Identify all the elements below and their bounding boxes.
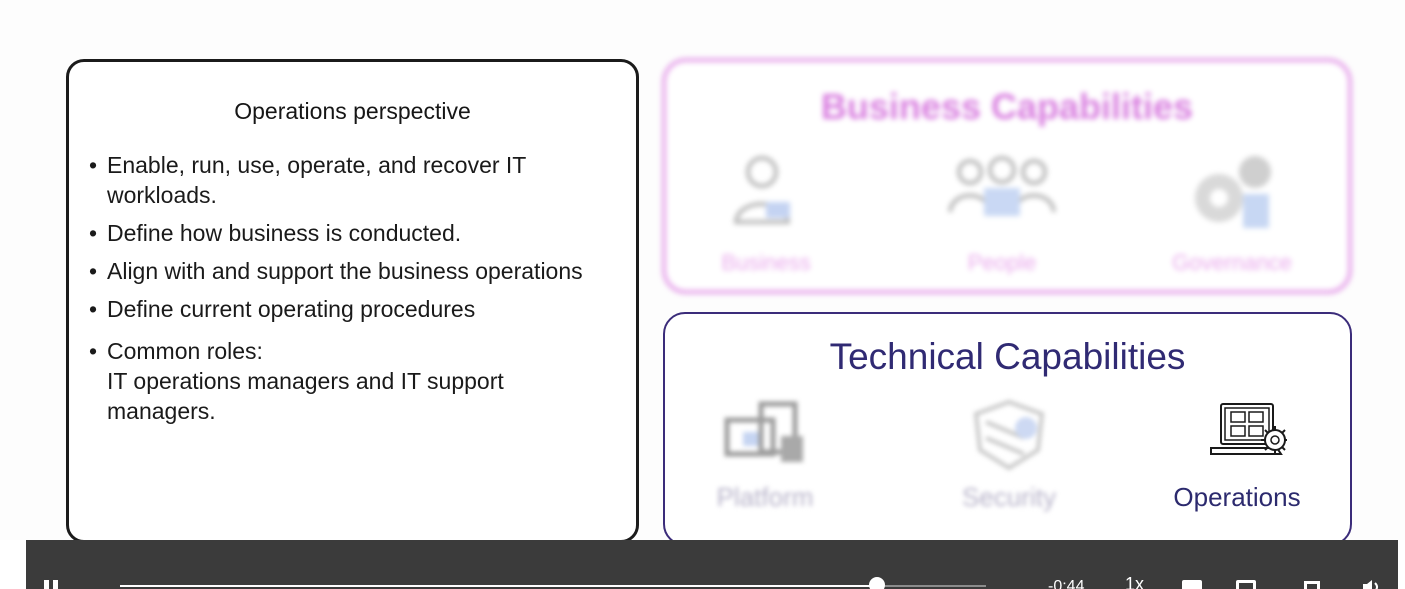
- governance-gear-icon: [1195, 156, 1271, 228]
- video-control-bar: -0:44 1x: [26, 540, 1398, 589]
- platform-label: Platform: [716, 482, 814, 512]
- technical-capability-security: Security: [909, 398, 1109, 512]
- business-capabilities-card: Business Capabilities Business People: [662, 58, 1352, 294]
- people-label: People: [967, 250, 1037, 275]
- security-label: Security: [962, 482, 1056, 512]
- security-shield-icon: [973, 399, 1045, 471]
- time-remaining: -0:44: [1048, 578, 1085, 589]
- people-group-icon: [948, 156, 1056, 216]
- pause-icon[interactable]: [44, 580, 60, 589]
- bullet-item: Define current operating procedures: [87, 294, 626, 324]
- picture-in-picture-icon[interactable]: [1236, 580, 1256, 589]
- perspective-title: Operations perspective: [234, 98, 471, 124]
- bullet-item: Align with and support the business oper…: [87, 256, 626, 286]
- bullet-item: Define how business is conducted.: [87, 218, 626, 248]
- technical-capability-operations: Operations: [1137, 398, 1337, 512]
- progress-bar[interactable]: [120, 585, 986, 587]
- operations-label: Operations: [1173, 482, 1301, 512]
- technical-capabilities-card: Technical Capabilities Platform Security: [663, 312, 1352, 546]
- operations-laptop-gear-icon: [1210, 403, 1289, 455]
- operations-perspective-card: Operations perspective Enable, run, use,…: [66, 59, 639, 543]
- business-capability-people: People: [912, 150, 1092, 275]
- business-capabilities-title: Business Capabilities: [820, 86, 1194, 127]
- business-person-icon: [733, 156, 791, 224]
- business-label: Business: [721, 250, 811, 275]
- technical-capability-platform: Platform: [665, 398, 865, 512]
- bullet-item: Common roles: IT operations managers and…: [87, 336, 626, 426]
- business-capability-governance: Governance: [1142, 150, 1322, 275]
- captions-icon[interactable]: [1182, 580, 1202, 589]
- slide-canvas: Operations perspective Enable, run, use,…: [0, 0, 1405, 540]
- fullscreen-icon[interactable]: [1304, 581, 1320, 589]
- progress-fill: [120, 585, 877, 587]
- bullet-item: Enable, run, use, operate, and recover I…: [87, 150, 626, 210]
- governance-label: Governance: [1172, 250, 1292, 275]
- volume-icon[interactable]: [1362, 580, 1382, 589]
- progress-thumb[interactable]: [868, 577, 885, 589]
- technical-capabilities-title: Technical Capabilities: [829, 336, 1186, 377]
- business-capability-business: Business: [676, 150, 856, 275]
- playback-speed-button[interactable]: 1x: [1125, 574, 1145, 589]
- perspective-bullet-list: Enable, run, use, operate, and recover I…: [87, 150, 626, 426]
- platform-devices-icon: [724, 401, 803, 462]
